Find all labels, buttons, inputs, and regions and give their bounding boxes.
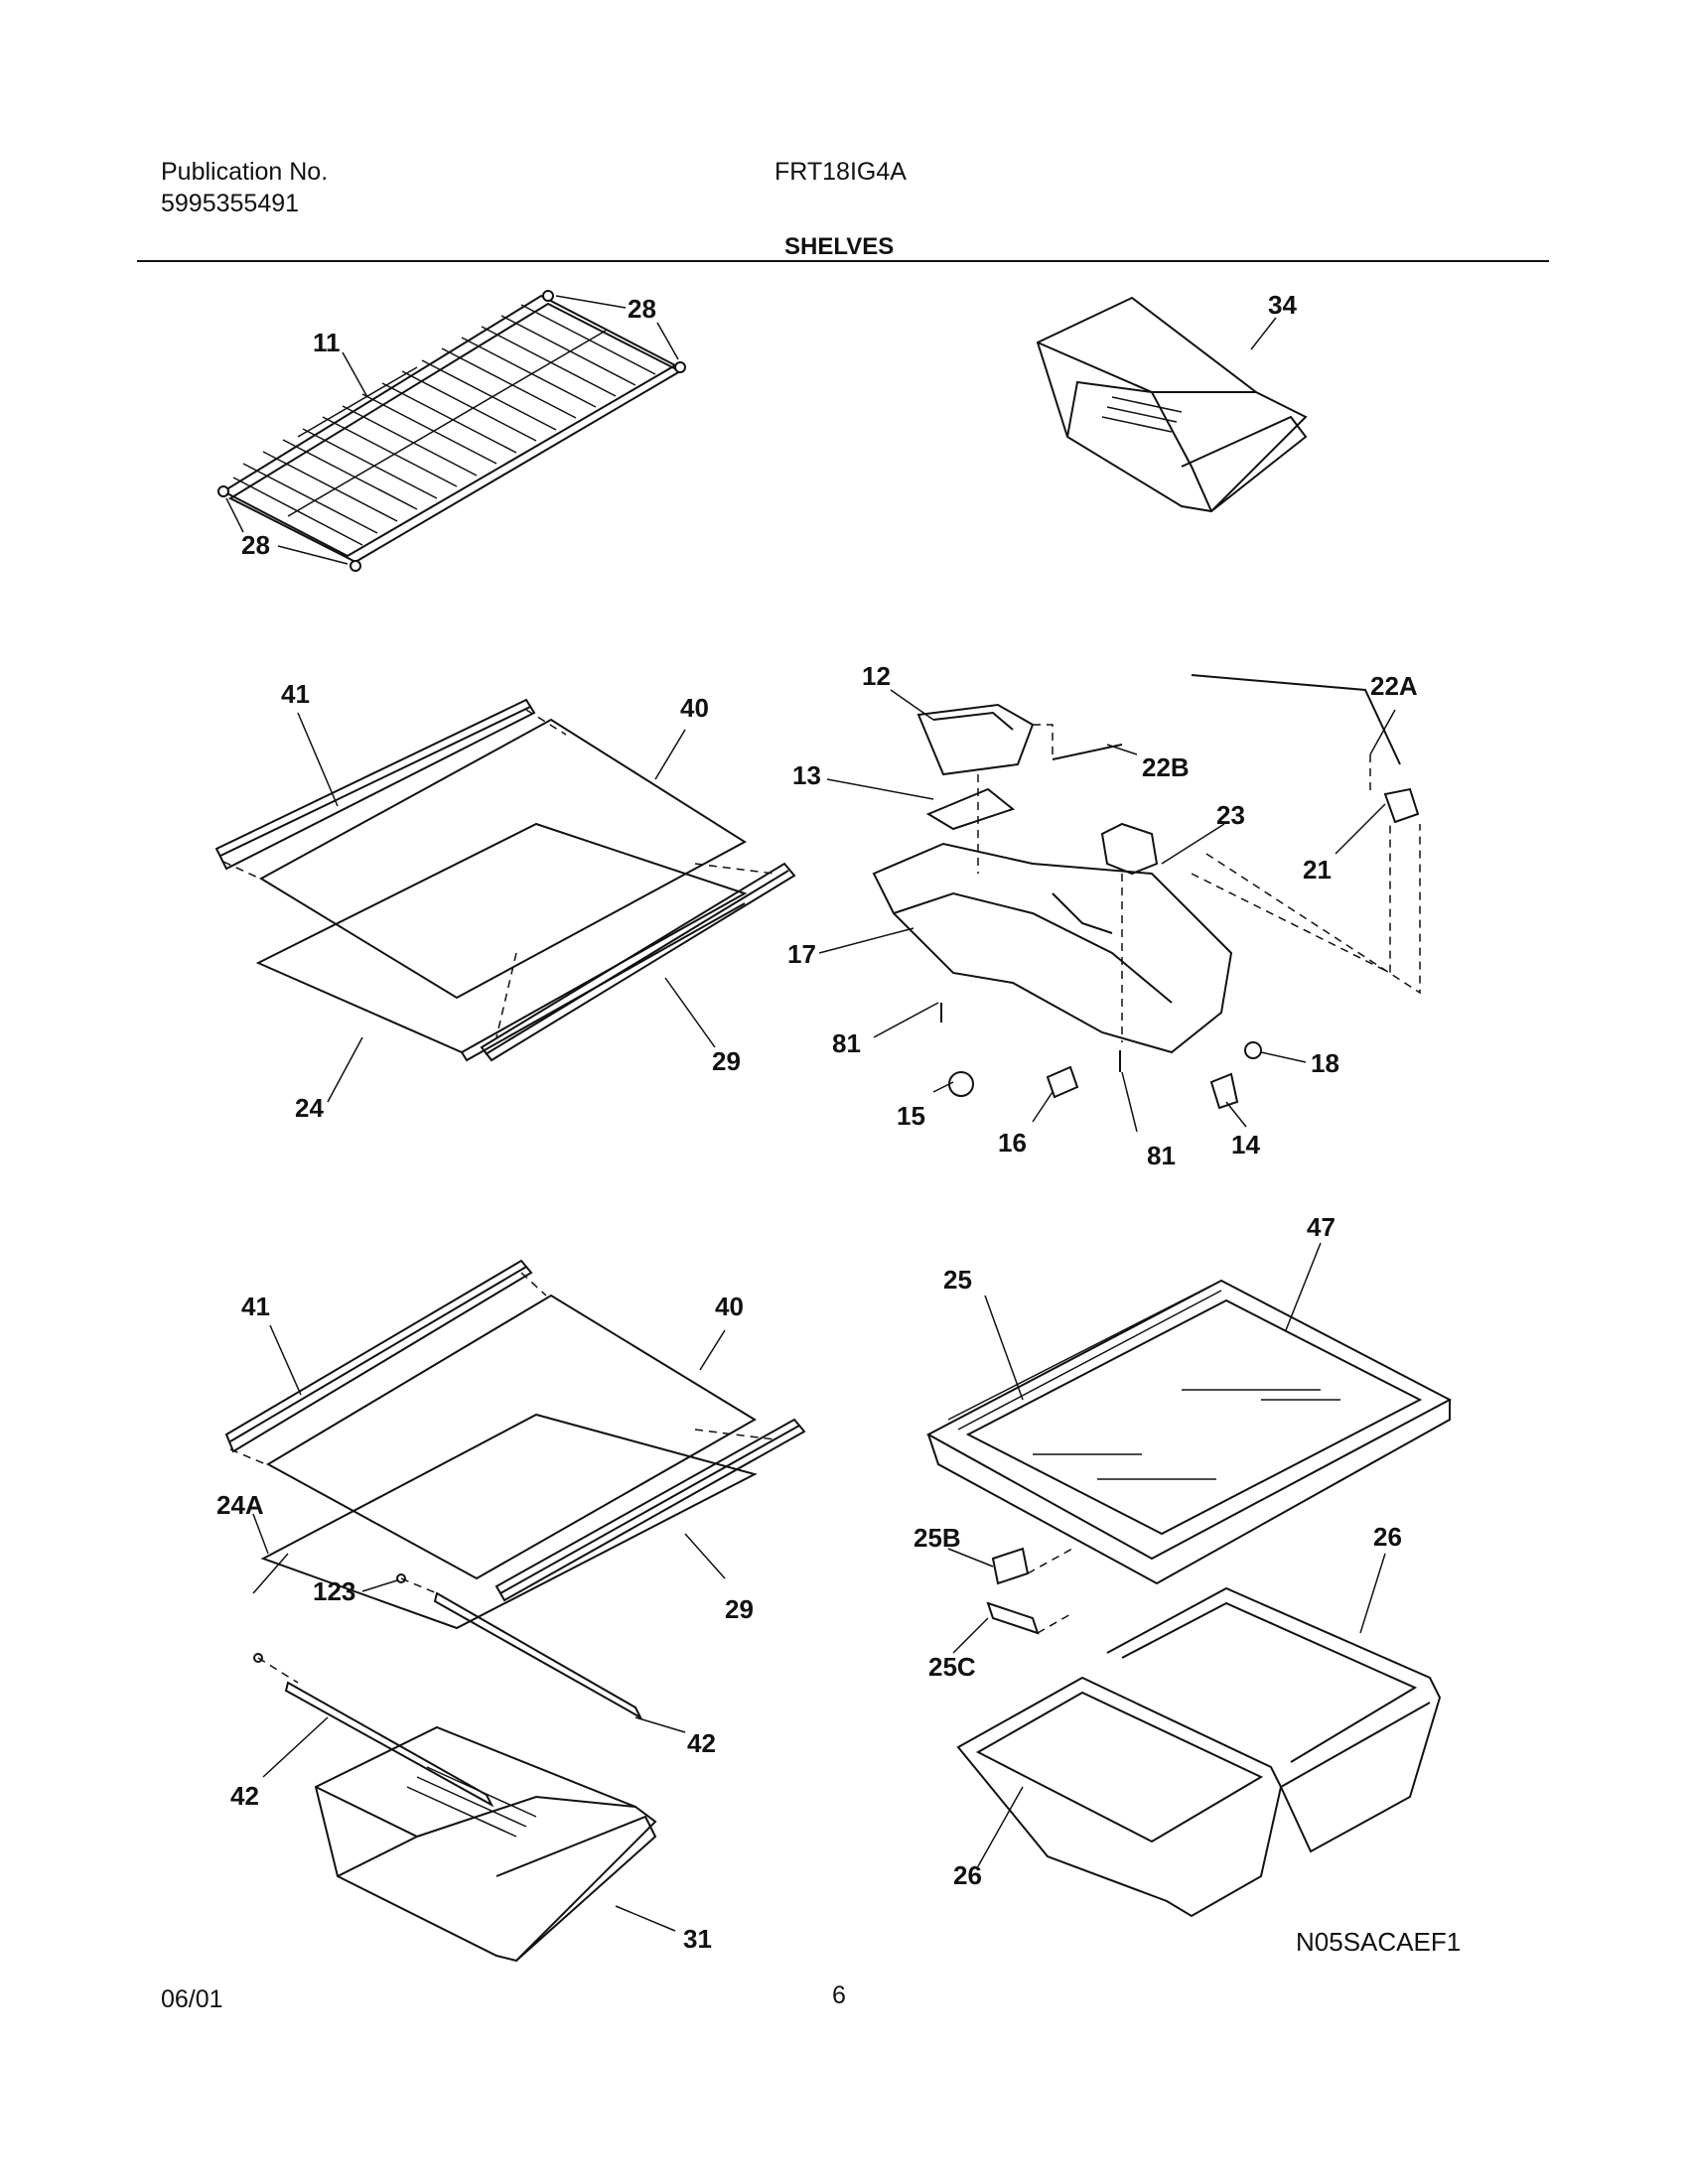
callout-18: 18 [1311,1048,1339,1078]
callout-81-left: 81 [832,1028,861,1058]
callout-47: 47 [1307,1212,1336,1242]
publication-number: 5995355491 [161,190,300,217]
header-rule [137,260,1549,262]
callout-28-top: 28 [628,294,656,324]
control-housing [872,674,1420,1110]
callout-123: 123 [313,1576,355,1606]
callout-25: 25 [943,1265,972,1295]
callout-25C: 25C [928,1652,976,1682]
callout-81-right: 81 [1147,1141,1176,1170]
callout-16: 16 [998,1128,1027,1158]
callout-25B: 25B [914,1523,961,1553]
callout-26-right: 26 [1373,1522,1402,1552]
door-bin [1036,296,1308,513]
callout-42-right: 42 [687,1728,716,1758]
callout-23: 23 [1216,800,1245,830]
callout-29-low: 29 [725,1594,754,1624]
callout-34: 34 [1268,290,1297,320]
crisper-assembly [925,1279,1453,1918]
callout-15: 15 [897,1101,925,1131]
callout-17: 17 [787,939,816,969]
callout-28-bottom: 28 [241,530,270,560]
callout-13: 13 [792,760,821,790]
callout-40-mid: 40 [680,693,709,723]
publication-label: Publication No. [161,158,329,186]
callout-40-low: 40 [715,1292,744,1321]
callout-41-mid: 41 [281,679,310,709]
callout-29-mid: 29 [712,1046,741,1076]
callout-12: 12 [862,661,891,691]
callout-26-left: 26 [953,1860,982,1890]
model-number: FRT18IG4A [774,158,907,186]
shelf-drawer-assembly [224,1259,806,1963]
footer-date: 06/01 [161,1985,223,2013]
glass-shelf-assembly [214,698,796,1062]
wire-shelf [217,290,686,572]
callout-14: 14 [1231,1130,1260,1160]
callout-31: 31 [683,1924,712,1954]
callout-24A: 24A [216,1490,264,1520]
callout-11: 11 [313,328,341,357]
page-number: 6 [832,1981,846,2009]
callout-24: 24 [295,1093,324,1123]
callout-41-low: 41 [241,1292,270,1321]
callout-22B: 22B [1142,752,1190,782]
diagram-code: N05SACAEF1 [1296,1927,1461,1957]
callout-42-left: 42 [230,1781,259,1811]
callout-21: 21 [1303,855,1332,885]
callout-22A: 22A [1370,671,1418,701]
section-title: SHELVES [784,233,895,260]
